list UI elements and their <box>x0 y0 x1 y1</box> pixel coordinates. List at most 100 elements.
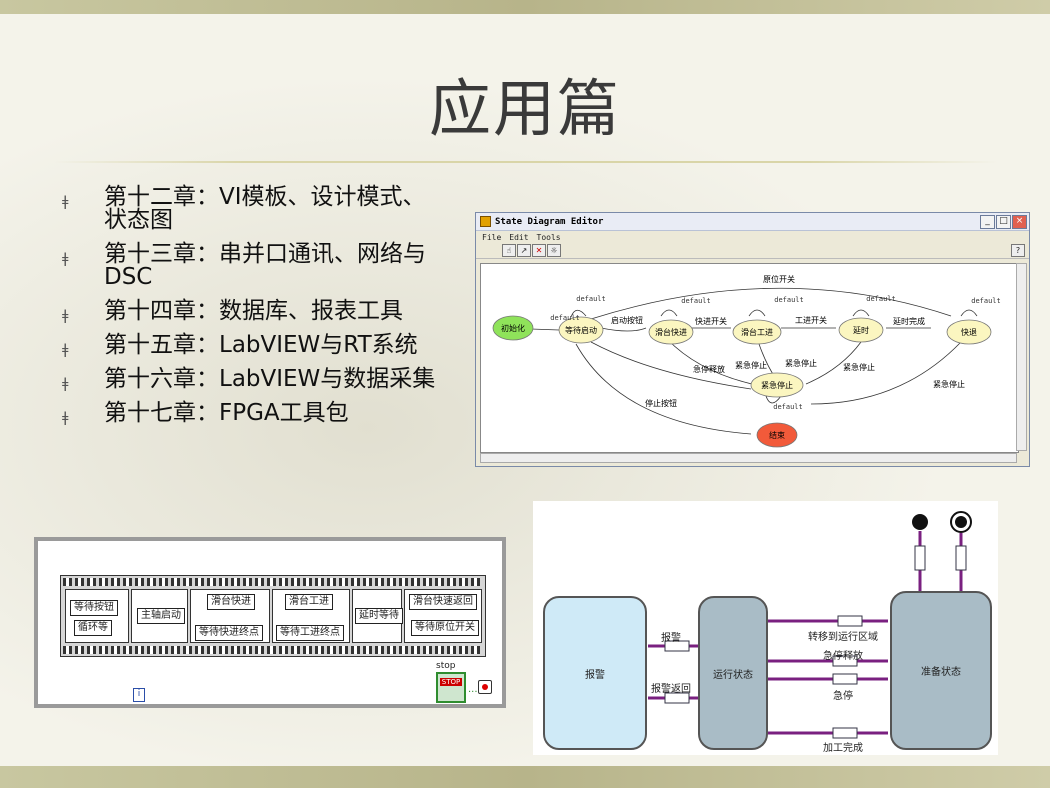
state-end <box>756 422 798 448</box>
bullet-icon: ǂ <box>62 308 69 324</box>
frame-label: 滑台快速返回 <box>409 594 477 610</box>
frame-label: 主轴启动 <box>137 608 185 624</box>
transition-label: 启动按钮 <box>611 315 643 325</box>
transition-label: 急停释放 <box>693 364 725 374</box>
bottom-band <box>0 766 1050 788</box>
state-label: 快退 <box>961 327 977 337</box>
transition-label: 工进开关 <box>795 315 827 325</box>
state-label: 紧急停止 <box>761 380 793 390</box>
frame-label: 等待工进终点 <box>276 625 344 641</box>
final-node-core <box>955 516 967 528</box>
transition-label: 转移到运行区域 <box>808 632 878 643</box>
default-label: default <box>773 403 803 411</box>
diagram-canvas[interactable]: 初始化 等待启动 滑台快进 滑台工进 延时 快退 紧急停止 结束 原位开关 启动… <box>480 263 1019 453</box>
wire: ····· <box>468 687 484 698</box>
menu-edit[interactable]: Edit <box>509 232 529 242</box>
default-label: default <box>866 295 896 303</box>
menu-file[interactable]: File <box>482 232 502 242</box>
close-button[interactable]: × <box>1012 214 1027 229</box>
edge-init-wait <box>530 328 560 331</box>
stop-button[interactable]: STOP <box>436 672 466 703</box>
app-icon <box>480 216 491 227</box>
menu-tools[interactable]: Tools <box>536 232 561 242</box>
transition-label: 急停 <box>833 691 853 702</box>
frame-label: 滑台工进 <box>285 594 333 610</box>
connector-tag-icon <box>664 692 690 704</box>
state-label: 等待启动 <box>565 325 597 335</box>
bullet-icon: ǂ <box>62 410 69 426</box>
state-ready-label: 准备状态 <box>921 667 961 678</box>
frame-label: 滑台快进 <box>207 594 255 610</box>
edge-estop3 <box>805 341 862 385</box>
frame-label: 等待按钮 <box>70 600 118 616</box>
chapter-item: ǂ 第十七章：FPGA工具包 <box>62 400 442 427</box>
connector-tag-icon <box>837 615 863 627</box>
state-running: 运行状态 <box>698 596 768 750</box>
default-label: default <box>681 297 711 305</box>
maximize-button[interactable]: □ <box>996 214 1011 229</box>
edge-release <box>590 341 752 390</box>
state-label: 滑台工进 <box>741 327 773 337</box>
connector-tag-icon <box>914 545 926 571</box>
sequence-frame: 滑台工进 等待工进终点 <box>272 589 350 643</box>
minimize-button[interactable]: _ <box>980 214 995 229</box>
state-wait <box>558 316 604 344</box>
edge-stop <box>575 343 752 435</box>
top-band <box>0 0 1050 14</box>
sequence-frame: 主轴启动 <box>131 589 188 643</box>
sequence-frame: 滑台快进 等待快进终点 <box>190 589 270 643</box>
bullet-icon: ǂ <box>62 251 69 267</box>
loop-estop <box>765 395 782 404</box>
transition-label: 报警返回 <box>651 684 691 695</box>
state-back <box>946 319 992 345</box>
state-delay <box>838 317 884 343</box>
sequence-frame: 延时等待 <box>352 589 403 643</box>
state-init <box>492 315 534 341</box>
vertical-scrollbar[interactable] <box>1016 263 1027 451</box>
initial-node-icon <box>912 514 928 530</box>
block-diagram: 等待按钮 循环等 主轴启动 滑台快进 等待快进终点 滑台工进 等待工进终点 延时… <box>34 537 506 708</box>
menu-bar: File Edit Tools <box>476 231 1029 243</box>
state-label: 延时 <box>853 325 869 335</box>
chapter-item: ǂ 第十二章：VI模板、设计模式、状态图 <box>62 186 442 232</box>
title-rule <box>54 161 998 163</box>
chapter-text: 第十七章：FPGA工具包 <box>104 400 349 426</box>
loop-back <box>960 309 978 317</box>
transition-label: 报警 <box>661 633 681 644</box>
horizontal-scrollbar[interactable] <box>480 453 1017 463</box>
state-label: 结束 <box>769 430 785 440</box>
default-label: default <box>550 314 580 322</box>
pointer-tool-icon[interactable]: ☝ <box>502 244 516 257</box>
film-holes-top <box>63 578 481 586</box>
bullet-icon: ǂ <box>62 194 69 210</box>
sequence-frame: 滑台快速返回 等待原位开关 <box>404 589 482 643</box>
chapter-text: 第十二章：VI模板、设计模式、状态图 <box>104 184 426 233</box>
statechart-connectors <box>648 511 972 739</box>
chapter-text: 第十四章：数据库、报表工具 <box>104 298 403 324</box>
state-fast <box>648 319 694 345</box>
frame-label: 循环等 <box>74 620 112 636</box>
transition-tool-icon[interactable]: ↗ <box>517 244 531 257</box>
bullet-icon: ǂ <box>62 342 69 358</box>
toolbar: ☝ ↗ ✕ ☼ ? <box>476 243 1029 259</box>
connector-tag-icon <box>955 545 967 571</box>
delete-tool-icon[interactable]: ✕ <box>532 244 546 257</box>
transition-label: 快进开关 <box>695 316 727 326</box>
transition-label: 紧急停止 <box>785 358 817 368</box>
state-work <box>732 319 782 345</box>
loop-delay <box>852 309 870 317</box>
state-alarm: 报警 <box>543 596 647 750</box>
film-holes-bottom <box>63 646 481 654</box>
edge-home <box>590 287 952 320</box>
window-titlebar: State Diagram Editor _ □ × <box>476 213 1029 231</box>
help-icon[interactable]: ? <box>1011 244 1025 257</box>
transition-label: 原位开关 <box>763 274 795 284</box>
lightbulb-tool-icon[interactable]: ☼ <box>547 244 561 257</box>
state-estop <box>750 372 804 398</box>
default-label: default <box>971 297 1001 305</box>
slide-title: 应用篇 <box>428 72 621 145</box>
connector-tag-icon <box>832 655 858 667</box>
state-label: 滑台快进 <box>655 327 687 337</box>
